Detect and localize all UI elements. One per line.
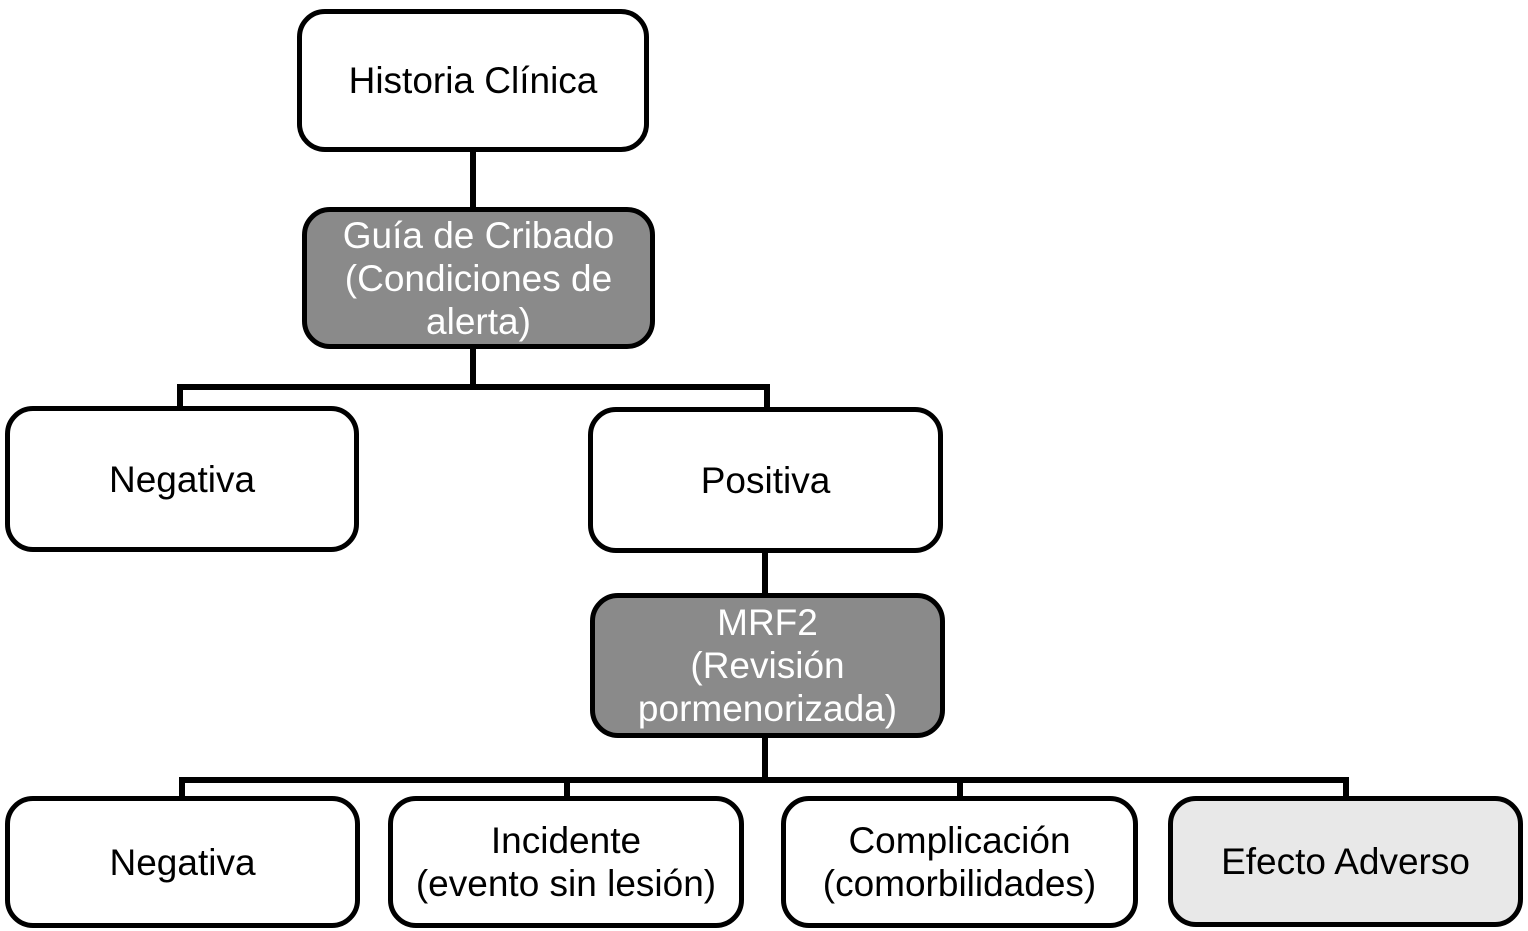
node-label: Historia Clínica bbox=[348, 60, 598, 101]
node-complicacion: Complicación (comorbilidades) bbox=[781, 796, 1138, 928]
node-historia-clinica: Historia Clínica bbox=[297, 9, 649, 152]
connector-split2-to-incidente bbox=[564, 777, 570, 798]
connector-split2-to-efecto-adverso bbox=[1343, 777, 1349, 798]
connector-split2-horizontal bbox=[179, 777, 1349, 783]
node-label: Efecto Adverso bbox=[1221, 841, 1470, 882]
node-negativa-mrf2: Negativa bbox=[5, 796, 360, 928]
node-incidente: Incidente (evento sin lesión) bbox=[388, 796, 744, 928]
node-label: pormenorizada) bbox=[637, 688, 898, 729]
connector-historia-to-guia bbox=[470, 150, 476, 209]
node-efecto-adverso: Efecto Adverso bbox=[1168, 796, 1523, 927]
connector-guia-stem bbox=[470, 346, 476, 390]
node-mrf2: MRF2 (Revisión pormenorizada) bbox=[590, 593, 945, 738]
node-label: (comorbilidades) bbox=[822, 863, 1097, 904]
node-label: (Condiciones de bbox=[344, 257, 613, 299]
connector-split1-horizontal bbox=[177, 384, 770, 390]
node-guia-de-cribado: Guía de Cribado (Condiciones de alerta) bbox=[302, 207, 655, 349]
node-label: Complicación bbox=[848, 820, 1071, 861]
node-label: MRF2 bbox=[717, 602, 818, 643]
node-negativa-cribado: Negativa bbox=[5, 406, 359, 552]
connector-mrf2-stem bbox=[762, 735, 768, 782]
connector-split1-to-negativa bbox=[177, 384, 183, 408]
connector-split1-to-positiva bbox=[764, 384, 770, 409]
node-positiva: Positiva bbox=[588, 407, 943, 553]
node-label: Positiva bbox=[700, 459, 831, 501]
node-label: Negativa bbox=[109, 841, 256, 883]
node-label: (evento sin lesión) bbox=[415, 863, 717, 904]
connector-split2-to-complicacion bbox=[957, 777, 963, 798]
connector-split2-to-negativa bbox=[179, 777, 185, 798]
node-label: Negativa bbox=[108, 458, 256, 500]
node-label: Incidente bbox=[490, 820, 642, 861]
node-label: (Revisión bbox=[690, 645, 845, 686]
node-label: Guía de Cribado bbox=[342, 214, 615, 256]
node-label: alerta) bbox=[426, 300, 531, 342]
connector-positiva-to-mrf2 bbox=[762, 551, 768, 595]
